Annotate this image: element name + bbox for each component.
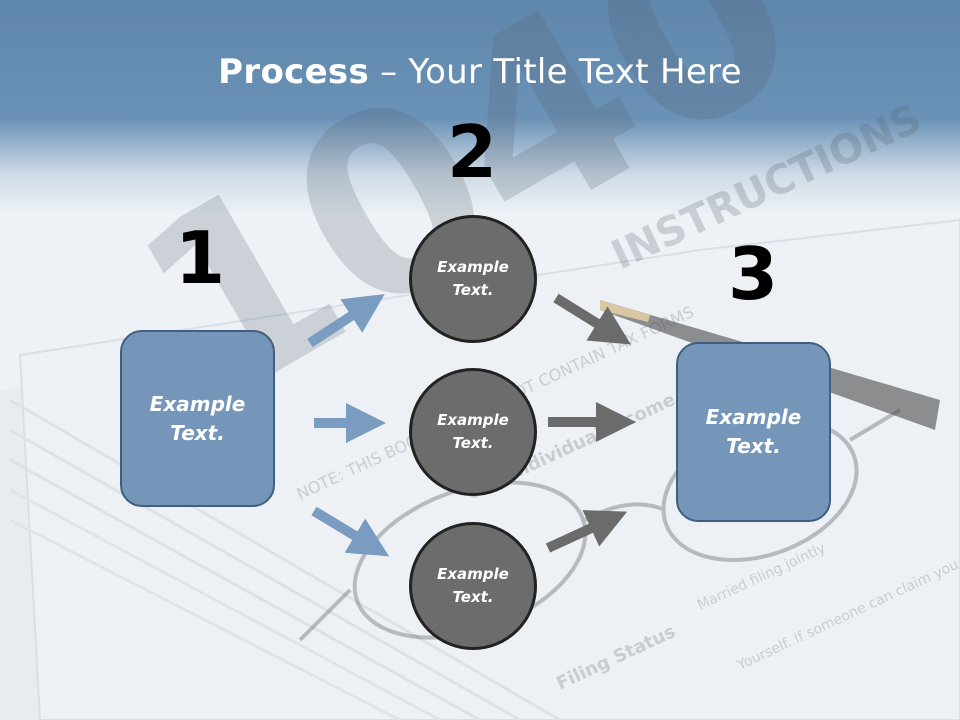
step-number-1: 1 (174, 216, 226, 300)
circle-bottom-label: Example Text. (437, 564, 509, 606)
title-separator: – (369, 52, 409, 92)
title-rest: Your Title Text Here (408, 52, 742, 92)
circle-bottom[interactable]: Example Text. (409, 522, 537, 650)
left-box-label: Example Text. (149, 391, 246, 445)
step-number-2: 2 (446, 110, 498, 194)
right-example-box[interactable]: Example Text. (676, 342, 831, 522)
step-number-3: 3 (727, 232, 779, 316)
circle-middle-label: Example Text. (437, 410, 509, 452)
title-bold: Process (218, 52, 370, 92)
left-example-box[interactable]: Example Text. (120, 330, 275, 507)
circle-top[interactable]: Example Text. (409, 215, 537, 343)
right-box-label: Example Text. (705, 405, 802, 458)
circle-top-label: Example Text. (437, 257, 509, 299)
slide-title: Process – Your Title Text Here (0, 52, 960, 92)
circle-middle[interactable]: Example Text. (409, 368, 537, 496)
